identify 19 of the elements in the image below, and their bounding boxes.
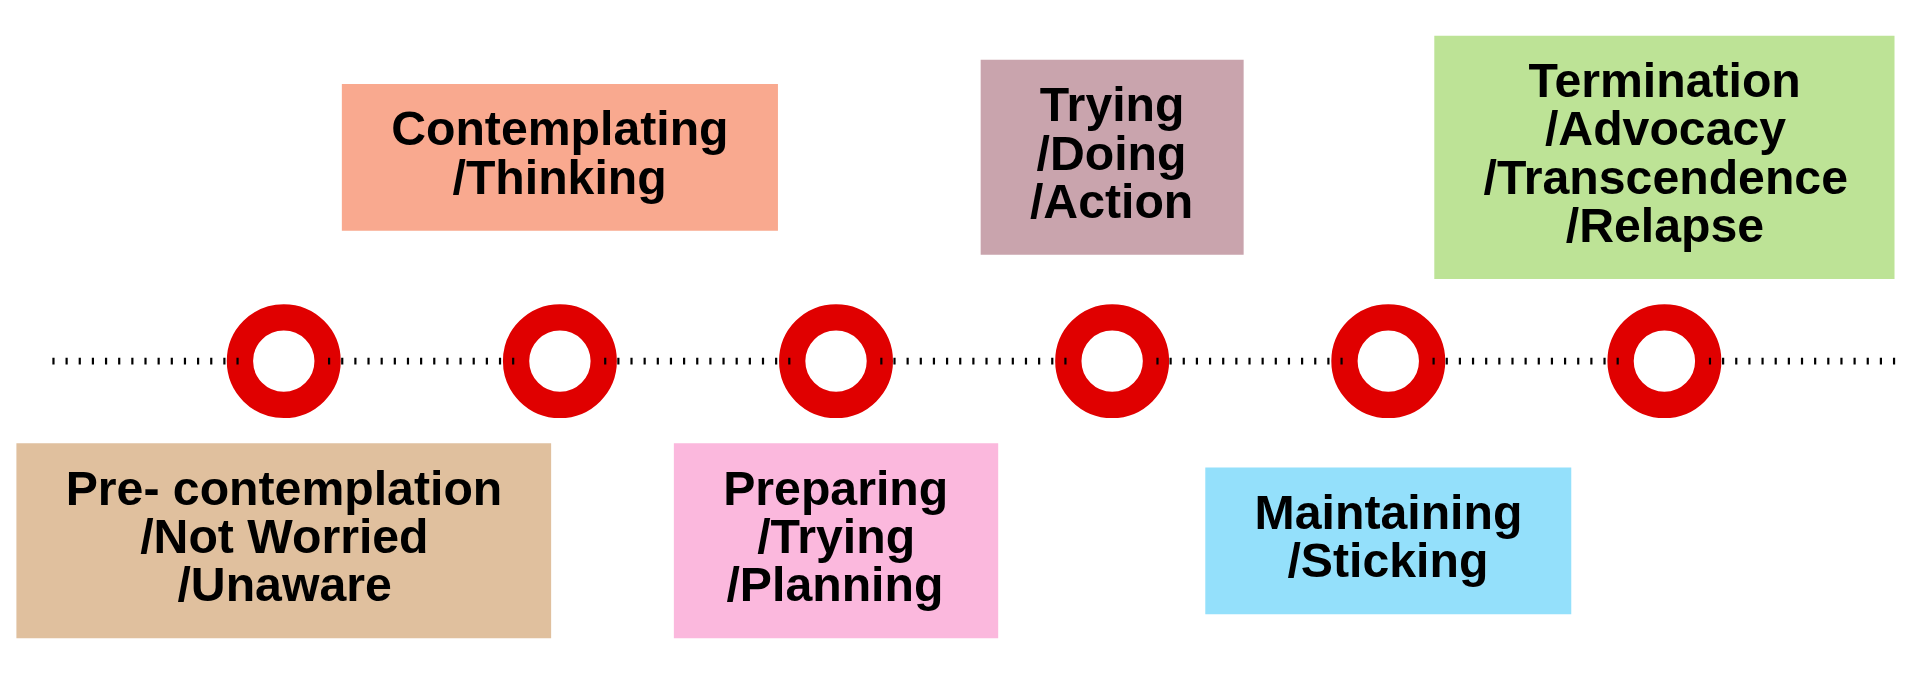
node-circle	[226, 303, 341, 418]
connector	[880, 357, 1068, 364]
node-box: Termination /Advocacy /Transcendence /Relapse	[1434, 35, 1895, 279]
node-circle	[1607, 303, 1722, 418]
connector	[1156, 357, 1344, 364]
node-box: Pre- contemplation /Not Worried /Unaware	[16, 442, 552, 638]
connector	[52, 357, 240, 364]
connector	[604, 357, 792, 364]
node-circle	[779, 303, 893, 418]
node-circle	[1055, 303, 1170, 418]
connector	[1432, 357, 1621, 364]
connector	[1708, 357, 1896, 364]
node-box: Contemplating /Thinking	[341, 83, 778, 231]
node-circle	[1331, 303, 1446, 418]
node-box: Trying /Doing /Action	[980, 59, 1244, 255]
connector	[328, 357, 516, 364]
node-circle	[502, 303, 617, 418]
node-box: Maintaining /Sticking	[1205, 466, 1572, 614]
node-box: Preparing /Trying /Planning	[673, 442, 999, 638]
